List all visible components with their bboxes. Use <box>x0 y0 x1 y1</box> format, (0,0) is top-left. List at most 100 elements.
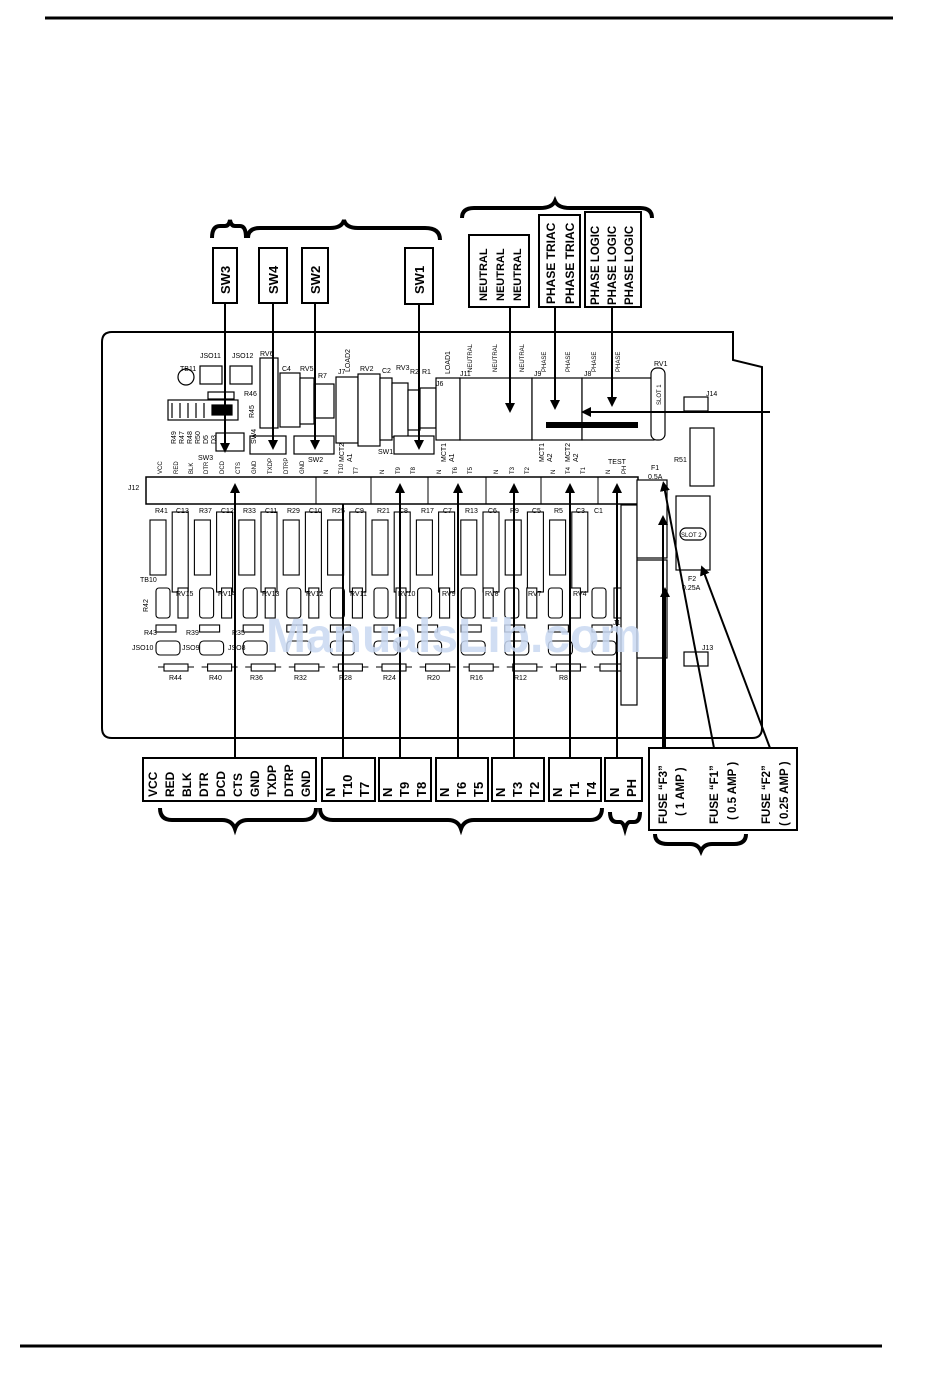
svg-text:RV7: RV7 <box>528 591 542 598</box>
svg-text:R32: R32 <box>294 675 307 682</box>
svg-text:R42: R42 <box>143 599 150 612</box>
phase-input-label-box: N PH <box>604 757 643 802</box>
svg-text:R43: R43 <box>144 630 157 637</box>
j12-pin-labels-left: VCC RED BLK DTR DCD CTS GND TXDP DTRP GN… <box>158 458 306 474</box>
svg-text:D5: D5 <box>203 435 210 444</box>
svg-text:J11: J11 <box>460 371 471 378</box>
svg-text:RV5: RV5 <box>300 366 314 373</box>
svg-text:PHASE: PHASE <box>542 352 548 372</box>
capacitor <box>260 511 278 593</box>
svg-text:C3: C3 <box>576 508 585 515</box>
svg-text:T1: T1 <box>567 782 582 797</box>
svg-text:T7: T7 <box>357 782 372 797</box>
resistor-small <box>351 587 363 619</box>
svg-text:CTS: CTS <box>236 462 242 474</box>
svg-text:R45: R45 <box>249 405 256 418</box>
svg-text:J8: J8 <box>584 371 592 378</box>
svg-text:R33: R33 <box>243 508 256 515</box>
svg-text:R8: R8 <box>559 675 568 682</box>
brace-top-right <box>460 195 654 219</box>
svg-text:T10: T10 <box>340 775 355 797</box>
svg-text:R29: R29 <box>287 508 300 515</box>
resistor-small <box>425 663 451 672</box>
svg-text:C4: C4 <box>282 366 291 373</box>
component-rows <box>149 511 630 672</box>
resistor <box>415 519 433 576</box>
svg-text:N: N <box>493 788 508 797</box>
resistor-small <box>329 624 351 633</box>
resistor-small <box>526 587 538 619</box>
svg-text:J15: J15 <box>613 620 624 627</box>
svg-text:N: N <box>606 470 612 474</box>
svg-text:DTRP: DTRP <box>284 458 290 474</box>
resistor-small <box>286 624 308 633</box>
svg-text:FUSE “F1”: FUSE “F1” <box>709 765 721 824</box>
svg-text:J12: J12 <box>128 485 139 492</box>
resistor-small <box>547 624 569 633</box>
svg-text:C13: C13 <box>176 508 189 515</box>
capacitor <box>304 511 322 593</box>
board-refs-left: R49 R47 R48 R50 D5 D3 R46 R45 SW3 SW4 <box>171 391 258 462</box>
svg-text:BLK: BLK <box>189 463 195 474</box>
svg-text:R41: R41 <box>155 508 168 515</box>
svg-text:C10: C10 <box>309 508 322 515</box>
svg-text:N: N <box>437 470 443 474</box>
resistor-small <box>381 663 407 672</box>
svg-text:VCC: VCC <box>158 461 164 474</box>
resistor-small <box>221 587 233 619</box>
svg-text:T8: T8 <box>414 782 429 797</box>
svg-text:T9: T9 <box>396 466 402 474</box>
resistor-small <box>439 587 451 619</box>
resistor <box>193 519 211 576</box>
svg-text:LOAD1: LOAD1 <box>445 351 452 374</box>
bottom-arrows <box>230 481 771 758</box>
svg-text:T8: T8 <box>411 466 417 474</box>
jumper-socket <box>155 640 181 656</box>
svg-text:R17: R17 <box>421 508 434 515</box>
svg-text:GND: GND <box>252 460 258 474</box>
svg-text:RV14: RV14 <box>218 591 235 598</box>
varistor <box>547 587 563 619</box>
pad-labels: NEUTRAL NEUTRAL NEUTRAL PHASE PHASE PHAS… <box>468 343 622 372</box>
svg-text:SW1: SW1 <box>378 449 393 456</box>
svg-text:C9: C9 <box>355 508 364 515</box>
svg-text:A2: A2 <box>547 453 554 462</box>
svg-text:N: N <box>380 788 395 797</box>
svg-text:MCT2: MCT2 <box>565 443 572 462</box>
svg-text:R1: R1 <box>422 369 431 376</box>
svg-text:( 0.5 AMP ): ( 0.5 AMP ) <box>727 762 739 820</box>
svg-text:NEUTRAL: NEUTRAL <box>478 248 490 301</box>
svg-text:RV4: RV4 <box>573 591 587 598</box>
svg-text:R5: R5 <box>554 508 563 515</box>
capacitor <box>216 511 234 593</box>
svg-text:R25: R25 <box>332 508 345 515</box>
capacitor <box>349 511 367 593</box>
load-group-2-label-box: N T9 T8 <box>378 757 432 802</box>
svg-text:PHASE TRIAC: PHASE TRIAC <box>563 222 577 304</box>
svg-text:C2: C2 <box>382 368 391 375</box>
svg-text:FUSE “F2”: FUSE “F2” <box>761 765 773 824</box>
svg-text:T4: T4 <box>566 466 572 474</box>
phase-triac-label-box: PHASE TRIAC PHASE TRIAC <box>538 214 581 308</box>
svg-text:GND: GND <box>248 770 262 797</box>
varistor <box>329 587 345 619</box>
svg-text:PH: PH <box>622 466 628 474</box>
svg-text:MCT2: MCT2 <box>339 443 346 462</box>
svg-text:T2: T2 <box>527 782 542 797</box>
svg-text:R28: R28 <box>339 675 352 682</box>
svg-text:SLOT 2: SLOT 2 <box>681 533 702 539</box>
svg-text:T9: T9 <box>397 782 412 797</box>
svg-text:T1: T1 <box>581 466 587 474</box>
svg-text:N: N <box>494 470 500 474</box>
svg-text:NEUTRAL: NEUTRAL <box>495 248 507 301</box>
svg-text:J14: J14 <box>706 391 717 398</box>
svg-text:T5: T5 <box>468 466 474 474</box>
svg-text:R36: R36 <box>250 675 263 682</box>
svg-text:R40: R40 <box>209 675 222 682</box>
svg-text:JSO10: JSO10 <box>132 645 154 652</box>
resistor-small <box>199 624 221 633</box>
svg-text:D3: D3 <box>211 435 218 444</box>
resistor <box>282 519 300 576</box>
svg-text:SW4: SW4 <box>251 429 258 444</box>
resistor-small <box>555 663 581 672</box>
